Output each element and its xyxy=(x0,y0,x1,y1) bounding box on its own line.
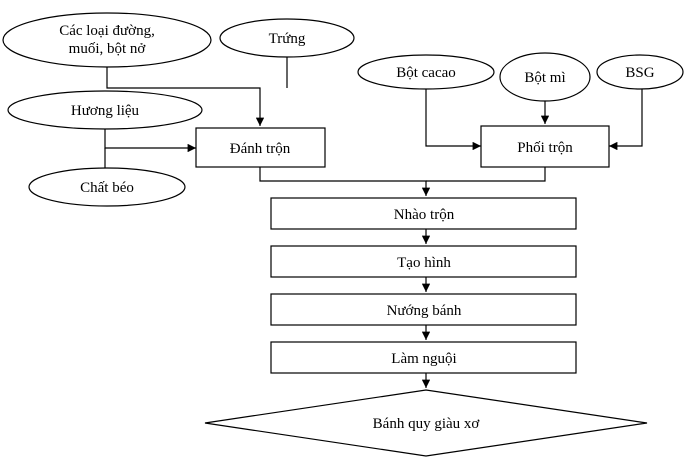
step-blend-box xyxy=(480,125,610,168)
input-flour-label: Bột mì xyxy=(524,70,565,86)
step-knead-box xyxy=(270,197,577,230)
connector-bsg-to-blend xyxy=(609,88,643,151)
step-beat-mix-box xyxy=(195,127,326,168)
input-flour-node: Bột mì xyxy=(499,52,591,102)
step-cool-box xyxy=(270,341,577,374)
step-bake-label: Nướng bánh xyxy=(387,303,462,319)
product-label: Bánh quy giàu xơ xyxy=(373,416,481,432)
step-knead-node: Nhào trộn xyxy=(270,197,577,230)
product-node: Bánh quy giàu xơ xyxy=(204,389,648,457)
connector-flavor-to-beat xyxy=(104,129,196,153)
step-knead-label: Nhào trộn xyxy=(394,207,455,223)
input-sugar-salt-ellipse xyxy=(2,12,212,68)
input-flavor-ellipse xyxy=(7,90,203,130)
step-bake-node: Nướng bánh xyxy=(270,293,577,326)
input-fat-node: Chất béo xyxy=(28,167,186,207)
connector-beat-to-knead xyxy=(259,167,431,196)
input-fat-label: Chất béo xyxy=(80,180,134,196)
input-flavor-node: Hương liệu xyxy=(7,90,203,130)
step-blend-label: Phối trộn xyxy=(517,140,573,156)
connectors xyxy=(104,56,643,388)
step-cool-node: Làm nguội xyxy=(270,341,577,374)
input-sugar-salt-node: Các loại đường, muối, bột nở xyxy=(2,12,212,68)
input-egg-ellipse xyxy=(219,18,355,58)
connector-blend-to-knead xyxy=(426,167,546,182)
input-sugar-salt-label-1: Các loại đường, xyxy=(59,23,155,39)
input-cocoa-ellipse xyxy=(357,54,495,90)
input-egg-node: Trứng xyxy=(219,18,355,58)
input-flavor-label: Hương liệu xyxy=(71,103,140,119)
input-sugar-salt-label-2: muối, bột nở xyxy=(69,41,147,57)
step-cool-label: Làm nguội xyxy=(391,351,456,367)
input-cocoa-label: Bột cacao xyxy=(396,65,456,81)
step-blend-node: Phối trộn xyxy=(480,125,610,168)
input-egg-label: Trứng xyxy=(269,31,306,47)
step-shape-box xyxy=(270,245,577,278)
connector-sugar-to-beat xyxy=(106,66,265,126)
input-bsg-label: BSG xyxy=(625,65,654,81)
input-bsg-ellipse xyxy=(596,54,684,90)
input-fat-ellipse xyxy=(28,167,186,207)
input-bsg-node: BSG xyxy=(596,54,684,90)
input-flour-ellipse xyxy=(499,52,591,102)
step-beat-mix-label: Đánh trộn xyxy=(230,141,291,157)
product-diamond xyxy=(204,389,648,457)
step-shape-label: Tạo hình xyxy=(397,255,451,271)
step-bake-box xyxy=(270,293,577,326)
step-shape-node: Tạo hình xyxy=(270,245,577,278)
step-beat-mix-node: Đánh trộn xyxy=(195,127,326,168)
connector-cocoa-to-blend xyxy=(425,88,481,151)
input-cocoa-node: Bột cacao xyxy=(357,54,495,90)
